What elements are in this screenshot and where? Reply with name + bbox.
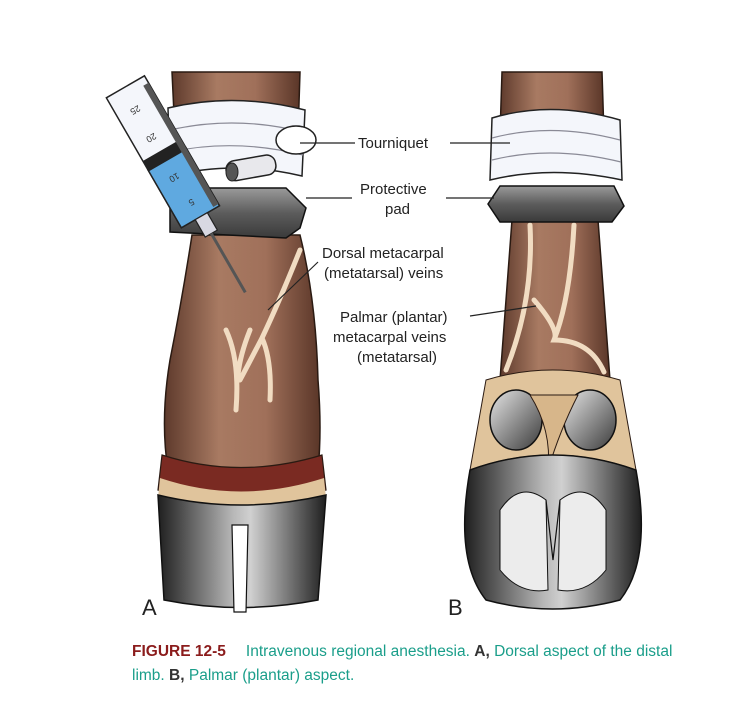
panel-letter-a: A xyxy=(142,595,157,620)
syringe: 25 20 10 5 xyxy=(105,74,247,294)
tourniquet-b xyxy=(489,108,623,181)
figure-caption: FIGURE 12-5 Intravenous regional anesthes… xyxy=(132,640,692,688)
syringe-mark-25: 25 xyxy=(128,103,142,117)
limb-a xyxy=(157,71,327,613)
label-protective-pad-line1: Protective xyxy=(360,181,427,198)
limb-a-veins xyxy=(223,247,303,413)
label-dorsal-veins-line1: Dorsal metacarpal xyxy=(322,245,444,262)
caption-a-text: Dorsal aspect of the distal limb. xyxy=(132,643,673,684)
caption-a-label: A, xyxy=(474,643,490,660)
label-palmar-veins-line3: (metatarsal) xyxy=(357,349,437,366)
figure-number: FIGURE 12-5 xyxy=(132,643,226,660)
leader-lines xyxy=(267,142,537,317)
label-dorsal-veins-line2: (metatarsal) veins xyxy=(324,265,443,282)
panel-letter-b: B xyxy=(448,595,463,620)
figure-illustration: 25 20 10 5 Tourniquet Protective xyxy=(105,71,643,620)
limb-b-veins xyxy=(503,222,607,375)
syringe-mark-10: 10 xyxy=(167,171,181,185)
caption-text: Intravenous regional anesthesia. xyxy=(245,643,470,660)
protective-pad-b xyxy=(487,185,625,223)
label-palmar-veins-line2: metacarpal veins xyxy=(333,329,446,346)
tourniquet-a xyxy=(167,99,317,182)
limb-b xyxy=(463,71,643,610)
syringe-mark-5: 5 xyxy=(187,197,196,208)
syringe-mark-20: 20 xyxy=(144,131,158,145)
label-protective-pad-line2: pad xyxy=(385,201,410,218)
label-palmar-veins-line1: Palmar (plantar) xyxy=(340,309,448,326)
caption-b-label: B, xyxy=(169,667,185,684)
label-tourniquet: Tourniquet xyxy=(358,135,429,152)
limb-b-hoof xyxy=(463,454,643,610)
caption-b-text: Palmar (plantar) aspect. xyxy=(188,667,355,684)
